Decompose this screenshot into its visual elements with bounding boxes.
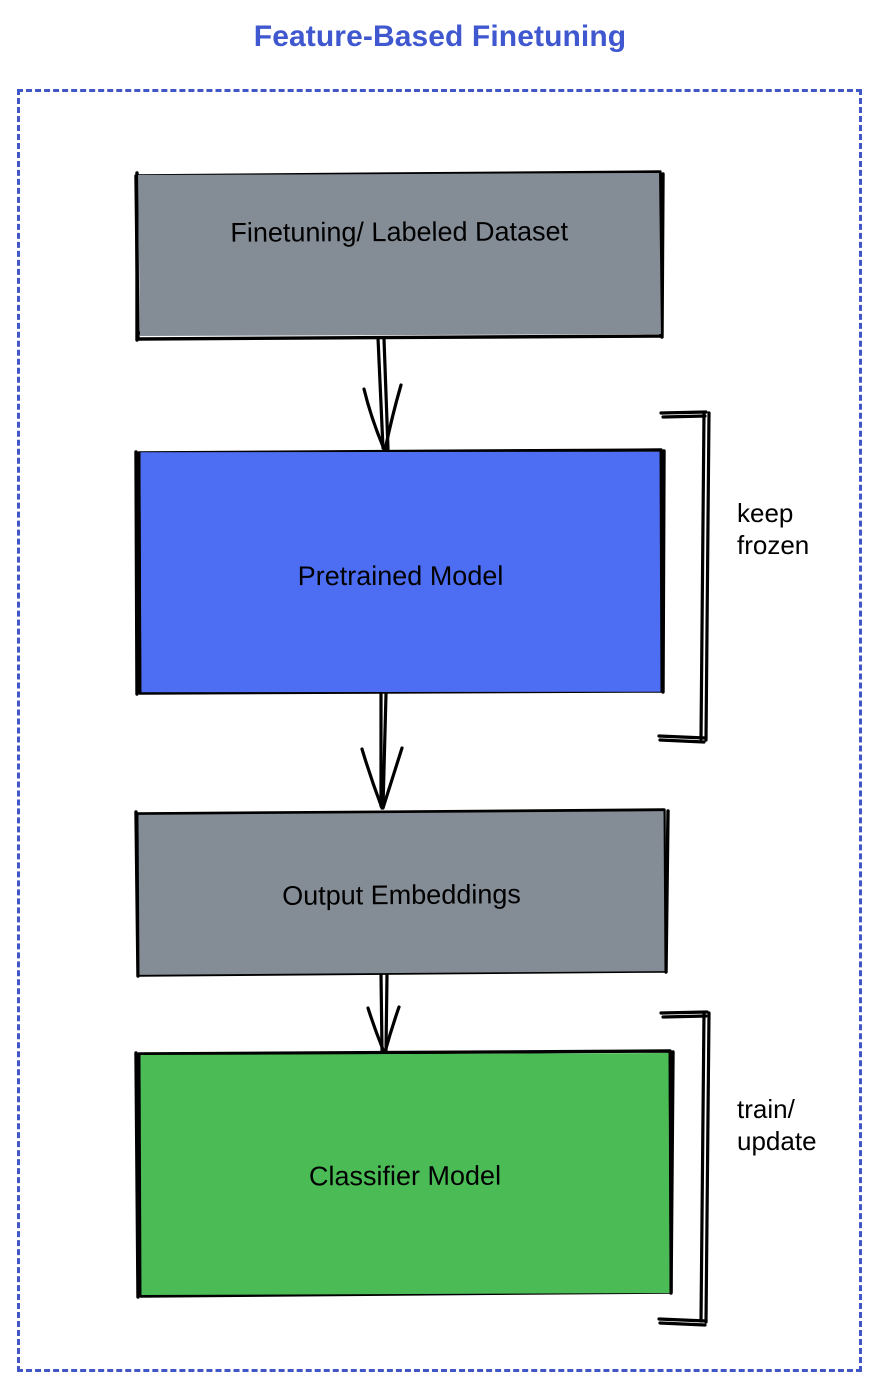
node-output-embeddings[interactable]: Output Embeddings — [138, 811, 665, 975]
dashed-container-frame — [17, 89, 862, 1372]
node-finetuning-labeled-dataset[interactable]: Finetuning/ Labeled Dataset — [138, 172, 661, 337]
annotation-keep-frozen: keep frozen — [737, 498, 810, 561]
node-classifier-label: Classifier Model — [308, 1160, 502, 1191]
node-pretrained-label: Pretrained Model — [297, 560, 504, 591]
page-title: Feature-Based Finetuning — [253, 20, 627, 53]
node-dataset-label: Finetuning/ Labeled Dataset — [230, 216, 569, 248]
node-pretrained-model[interactable]: Pretrained Model — [140, 451, 661, 693]
node-classifier-model[interactable]: Classifier Model — [140, 1052, 670, 1296]
node-embeddings-label: Output Embeddings — [282, 878, 521, 911]
annotation-train-update: train/ update — [737, 1094, 817, 1157]
